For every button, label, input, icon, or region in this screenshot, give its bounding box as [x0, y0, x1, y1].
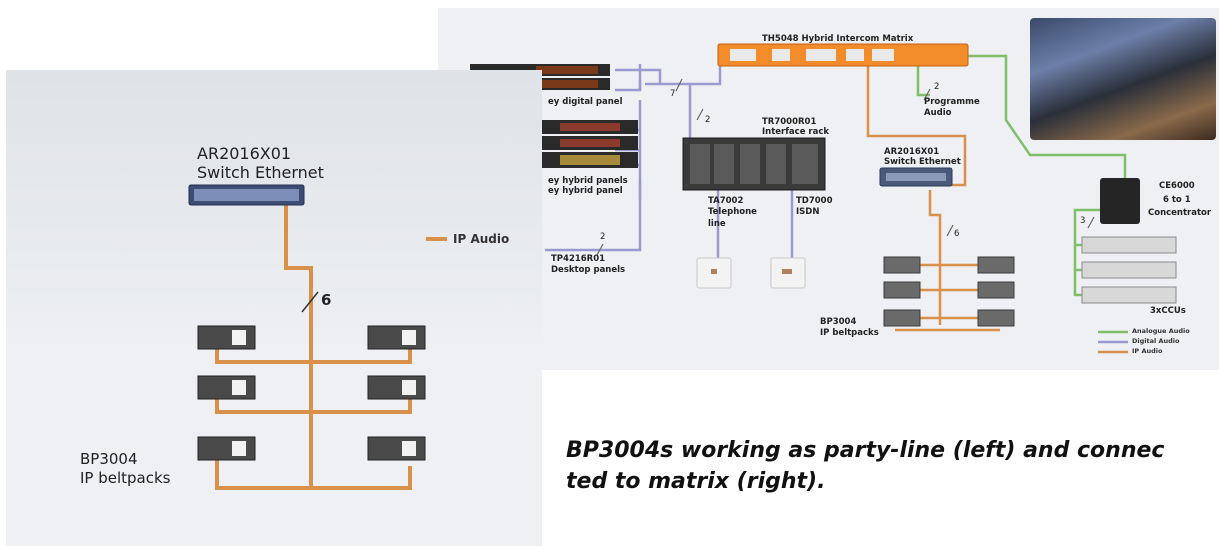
hybrid-panels-label-1: ey hybrid panels: [548, 176, 628, 186]
caption-line-1: BP3004s working as party-line (left) and…: [566, 438, 1165, 463]
ip-line-main: [215, 205, 313, 490]
left-beltpack-title: BP3004: [80, 450, 138, 468]
legend-analogue-label: Analogue Audio: [1132, 327, 1190, 335]
party-line-panel: [6, 70, 542, 546]
studio-photo: [1030, 18, 1216, 140]
ethernet-switch-right: [879, 167, 953, 187]
right-switch-title: AR2016X01: [884, 147, 940, 157]
beltpack-logos-left: [232, 330, 416, 456]
digital-line-desktop: [545, 180, 642, 252]
ccu-devices: [1081, 236, 1177, 304]
left-beltpack-subtitle: IP beltpacks: [80, 469, 171, 487]
isdn-line2: ISDN: [796, 207, 820, 217]
desktop-count: 2: [600, 232, 606, 242]
analogue-line-programme: [916, 55, 930, 97]
left-switch-subtitle: Switch Ethernet: [197, 163, 324, 182]
concentrator-device: [1100, 178, 1140, 224]
digital-line-matrix: [645, 60, 722, 86]
caption-line-2: ted to matrix (right).: [566, 469, 826, 494]
ethernet-switch-left: [188, 184, 305, 206]
concentrator-line3: Concentrator: [1148, 208, 1212, 218]
concentrator-title: CE6000: [1159, 181, 1195, 191]
ip-line-row2: [215, 396, 412, 414]
analogue-line-concentrator: [960, 54, 1127, 178]
ip-line-matrix-switch: [866, 58, 967, 187]
right-switch-subtitle: Switch Ethernet: [884, 157, 961, 167]
concentrator-line2: 6 to 1: [1163, 195, 1191, 205]
link-slash-mark: [301, 291, 319, 313]
analogue-line-ccus: [1073, 208, 1100, 297]
ip-line-row3: [311, 466, 412, 490]
ip-line-beltpacks: [928, 190, 942, 325]
programme-count: 2: [934, 82, 940, 92]
matrix-label: TH5048 Hybrid Intercom Matrix: [762, 34, 914, 44]
left-switch-title: AR2016X01: [197, 144, 292, 163]
link-count-7: 7: [670, 89, 676, 99]
digital-panel-label: ey digital panel: [548, 97, 623, 107]
beltpack-count-right: 6: [954, 229, 960, 239]
legend-ip-label: IP Audio: [1132, 347, 1163, 355]
hybrid-panel-devices: [540, 120, 638, 168]
left-link-count: 6: [321, 291, 332, 309]
beltpacks-right: [883, 256, 1015, 327]
rack-subtitle: Interface rack: [762, 127, 830, 137]
desktop-subtitle: Desktop panels: [551, 265, 626, 275]
right-beltpack-title: BP3004: [820, 317, 857, 327]
ip-line-row1: [215, 348, 412, 364]
telephone-line3: line: [708, 219, 726, 229]
ccu-label: 3xCCUs: [1150, 306, 1186, 316]
interface-rack-device: [682, 137, 826, 191]
right-beltpack-subtitle: IP beltpacks: [820, 328, 879, 338]
desktop-title: TP4216R01: [551, 254, 606, 264]
programme-label-2: Audio: [924, 108, 952, 118]
isdn-title: TD7000: [796, 196, 833, 206]
left-legend-label: IP Audio: [453, 232, 510, 246]
legend-digital-label: Digital Audio: [1132, 337, 1180, 345]
programme-label-1: Programme: [924, 97, 980, 107]
rack-title: TR7000R01: [762, 117, 817, 127]
telephone-line2: Telephone: [708, 207, 757, 217]
intercom-matrix-device: [717, 43, 969, 67]
hybrid-panels-label-2: ey hybrid panel: [548, 186, 623, 196]
telephone-title: TA7002: [708, 196, 744, 206]
link-count-3: 3: [1080, 216, 1086, 226]
link-count-rack: 2: [705, 115, 711, 125]
